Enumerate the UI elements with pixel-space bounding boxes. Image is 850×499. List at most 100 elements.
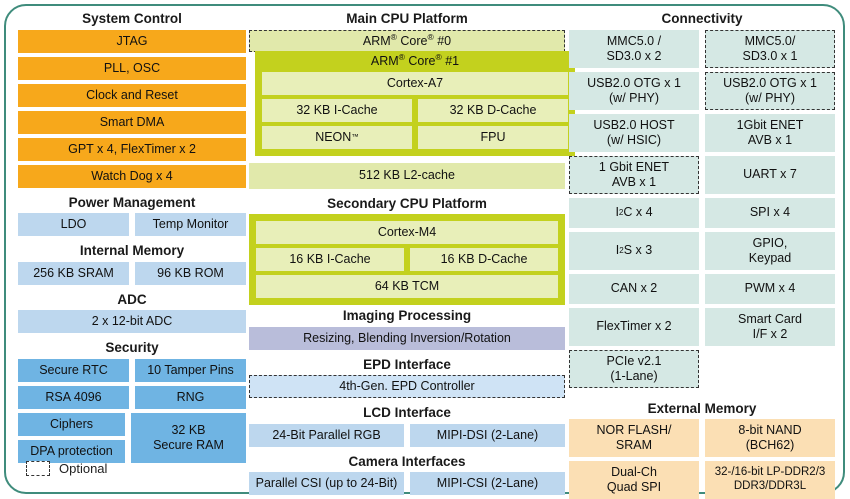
block-jtag[interactable]: JTAG [18,29,246,53]
block-clock-and-reset[interactable]: Clock and Reset [18,83,246,107]
block-epd-controller[interactable]: 4th-Gen. EPD Controller [249,375,565,399]
group-title-system-control: System Control [82,11,182,26]
block-ciphers[interactable]: Ciphers [18,412,125,436]
group-title-connectivity: Connectivity [661,11,743,26]
block-mipi-dsi[interactable]: MIPI-DSI (2-Lane) [410,423,565,447]
block-arm-core-0[interactable]: ARM® Core® #0 [249,29,565,52]
block-dpa-protection[interactable]: DPA protection [18,439,125,463]
neon-label: NEON [315,129,352,144]
line-2: DDR3/DDR3L [733,480,807,493]
block-pwm[interactable]: PWM x 4 [705,273,835,304]
secure-ram-line-2: Secure RAM [153,437,224,452]
block-mmc-sd-x2[interactable]: MMC5.0 /SD3.0 x 2 [569,29,699,68]
block-l2-cache[interactable]: 512 KB L2-cache [249,162,565,189]
line-2: AVB x 1 [747,132,793,147]
line-1: 1Gbit ENET [736,117,804,132]
block-a7-dcache[interactable]: 32 KB D-Cache [418,98,568,122]
line-2: (w/ PHY) [609,90,659,105]
line-2: (w/ PHY) [745,90,795,105]
block-temp-monitor[interactable]: Temp Monitor [135,213,246,237]
row-lcd: 24-Bit Parallel RGB MIPI-DSI (2-Lane) [249,423,565,447]
block-adc[interactable]: 2 x 12-bit ADC [18,310,246,334]
block-a7-icache[interactable]: 32 KB I-Cache [262,98,412,122]
line-2: (BCH62) [745,438,795,453]
block-usb-otg-optional[interactable]: USB2.0 OTG x 1(w/ PHY) [705,71,835,110]
group-secondary-cpu-platform: Secondary CPU Platform Cortex-M4 16 KB I… [249,193,565,306]
block-usb-host[interactable]: USB2.0 HOST(w/ HSIC) [569,113,699,152]
block-usb-otg[interactable]: USB2.0 OTG x 1(w/ PHY) [569,71,699,110]
block-parallel-csi[interactable]: Parallel CSI (up to 24-Bit) [249,472,404,496]
block-gpio-keypad[interactable]: GPIO,Keypad [705,231,835,270]
block-parallel-rgb[interactable]: 24-Bit Parallel RGB [249,423,404,447]
row-power-management: LDO Temp Monitor [18,213,246,237]
group-title-security: Security [105,340,159,356]
block-tcm[interactable]: 64 KB TCM [256,275,558,299]
row-cortex-a7: Cortex-A7 [262,71,568,95]
block-cortex-a7[interactable]: Cortex-A7 [262,71,568,95]
block-gpt-flextimer[interactable]: GPT x 4, FlexTimer x 2 [18,137,246,161]
group-internal-memory: Internal Memory 256 KB SRAM 96 KB ROM [18,240,246,285]
group-title-main-cpu: Main CPU Platform [346,11,468,26]
block-secondary-cpu-box[interactable]: Cortex-M4 16 KB I-Cache 16 KB D-Cache 64… [249,214,565,306]
group-main-cpu-platform: Main CPU Platform ARM® Core® #0 ARM® Cor… [249,8,575,189]
line-2: (w/ HSIC) [606,132,662,147]
block-mmc-sd-x1-optional[interactable]: MMC5.0/SD3.0 x 1 [705,29,835,68]
line-1: USB2.0 OTG x 1 [587,75,681,90]
block-pll-osc[interactable]: PLL, OSC [18,56,246,80]
block-m4-icache[interactable]: 16 KB I-Cache [256,248,404,272]
block-watch-dog[interactable]: Watch Dog x 4 [18,164,246,188]
row-imaging: Resizing, Blending Inversion/Rotation [249,326,565,350]
block-secure-ram[interactable]: 32 KB Secure RAM [131,412,246,463]
row-tcm: 64 KB TCM [256,275,558,299]
block-rsa-4096[interactable]: RSA 4096 [18,385,129,409]
block-rom[interactable]: 96 KB ROM [135,261,246,285]
block-nor-flash-sram[interactable]: NOR FLASH/SRAM [569,419,699,458]
block-fpu[interactable]: FPU [418,125,568,149]
block-pcie-optional[interactable]: PCIe v2.1(1-Lane) [569,349,699,388]
line-1: Dual-Ch [611,465,657,480]
block-smart-dma[interactable]: Smart DMA [18,110,246,134]
block-cortex-m4[interactable]: Cortex-M4 [256,221,558,245]
block-ldo[interactable]: LDO [18,213,129,237]
block-uart[interactable]: UART x 7 [705,155,835,194]
group-power-management: Power Management LDO Temp Monitor [18,192,246,237]
block-arm-core-1[interactable]: ARM® Core® #1 Cortex-A7 32 KB I-Cache 32… [255,50,575,156]
line-1: MMC5.0 / [606,33,662,48]
block-imaging-functions[interactable]: Resizing, Blending Inversion/Rotation [249,326,565,350]
row-security-1: Secure RTC 10 Tamper Pins [18,358,246,382]
block-nand[interactable]: 8-bit NAND(BCH62) [705,419,835,458]
line-1: MMC5.0/ [744,33,796,48]
line-1: NOR FLASH/ [596,423,672,438]
block-rng[interactable]: RNG [135,385,246,409]
block-spi[interactable]: SPI x 4 [705,197,835,228]
line-1: 1 Gbit ENET [598,159,670,174]
dashed-box-icon [26,461,50,476]
row-clock-reset: Clock and Reset [18,83,246,107]
group-title-camera: Camera Interfaces [348,453,466,469]
line-1: GPIO, [752,235,788,250]
line-2: Quad SPI [606,480,662,495]
connectivity-row: USB2.0 OTG x 1(w/ PHY) USB2.0 OTG x 1(w/… [569,71,835,110]
legend-optional: Optional [26,461,107,476]
block-sram[interactable]: 256 KB SRAM [18,261,129,285]
block-secure-rtc[interactable]: Secure RTC [18,358,129,382]
block-flextimer[interactable]: FlexTimer x 2 [569,307,699,346]
security-left-stack: Ciphers DPA protection [18,412,125,463]
line-1: USB2.0 OTG x 1 [723,75,817,90]
block-tamper-pins[interactable]: 10 Tamper Pins [135,358,246,382]
block-can[interactable]: CAN x 2 [569,273,699,304]
block-mipi-csi[interactable]: MIPI-CSI (2-Lane) [410,472,565,496]
block-m4-dcache[interactable]: 16 KB D-Cache [410,248,558,272]
group-title-imaging: Imaging Processing [342,308,472,324]
